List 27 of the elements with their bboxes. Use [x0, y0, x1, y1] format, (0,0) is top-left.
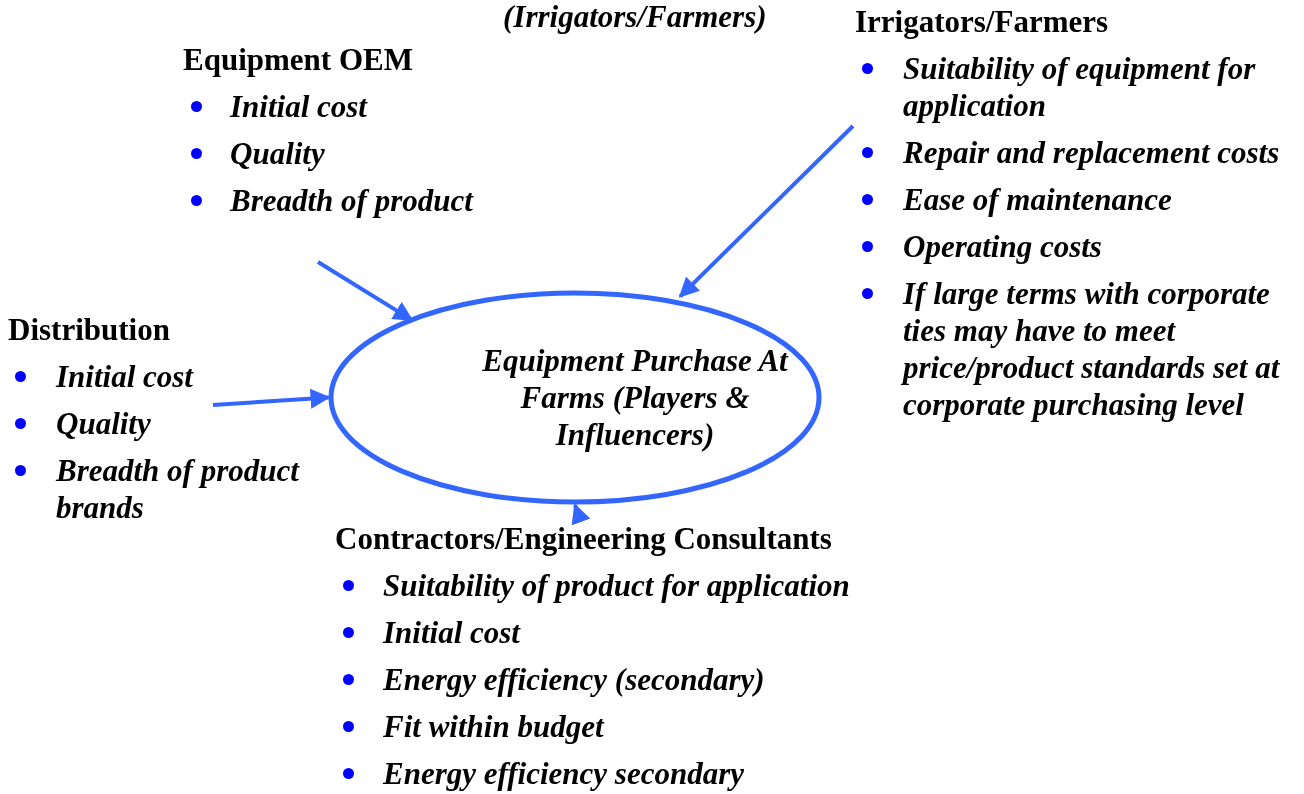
- bullet-item: Fit within budget: [335, 708, 895, 745]
- bullet-item: Energy efficiency (secondary): [335, 661, 895, 698]
- arrow: [571, 503, 591, 526]
- bullet-item: Ease of maintenance: [855, 181, 1300, 218]
- group-heading: Distribution: [8, 312, 171, 348]
- bullet-item: Energy efficiency secondary: [335, 755, 895, 792]
- bullet-item: Repair and replacement costs: [855, 134, 1300, 171]
- ellipse-node: [328, 290, 822, 505]
- arrow: [678, 124, 855, 298]
- bullet-item: Initial cost: [8, 358, 308, 395]
- caption-text: (Irrigators/Farmers): [503, 0, 767, 34]
- bullet-item: Breadth of product: [183, 182, 503, 219]
- bullet-item: Quality: [8, 405, 308, 442]
- bullet-item: Suitability of equipment for application: [855, 50, 1300, 124]
- arrow: [316, 260, 414, 322]
- bullet-item: Quality: [183, 135, 503, 172]
- bullet-item: Operating costs: [855, 228, 1300, 265]
- bullet-item: Initial cost: [183, 88, 503, 125]
- bullet-item: Initial cost: [335, 614, 895, 651]
- bullet-item: Breadth of product brands: [8, 452, 308, 526]
- arrow: [212, 388, 331, 409]
- group-heading: Irrigators/Farmers: [855, 4, 1110, 40]
- group-heading: Contractors/Engineering Consultants: [335, 521, 833, 557]
- bullet-item: If large terms with corporate ties may have to meet price/product standards set at corporate purchasing level: [855, 275, 1300, 423]
- group-heading: Equipment OEM: [183, 42, 414, 78]
- center-label: Equipment Purchase At Farms (Players & Influencers): [481, 342, 790, 453]
- bullet-item: Suitability of product for application: [335, 567, 895, 604]
